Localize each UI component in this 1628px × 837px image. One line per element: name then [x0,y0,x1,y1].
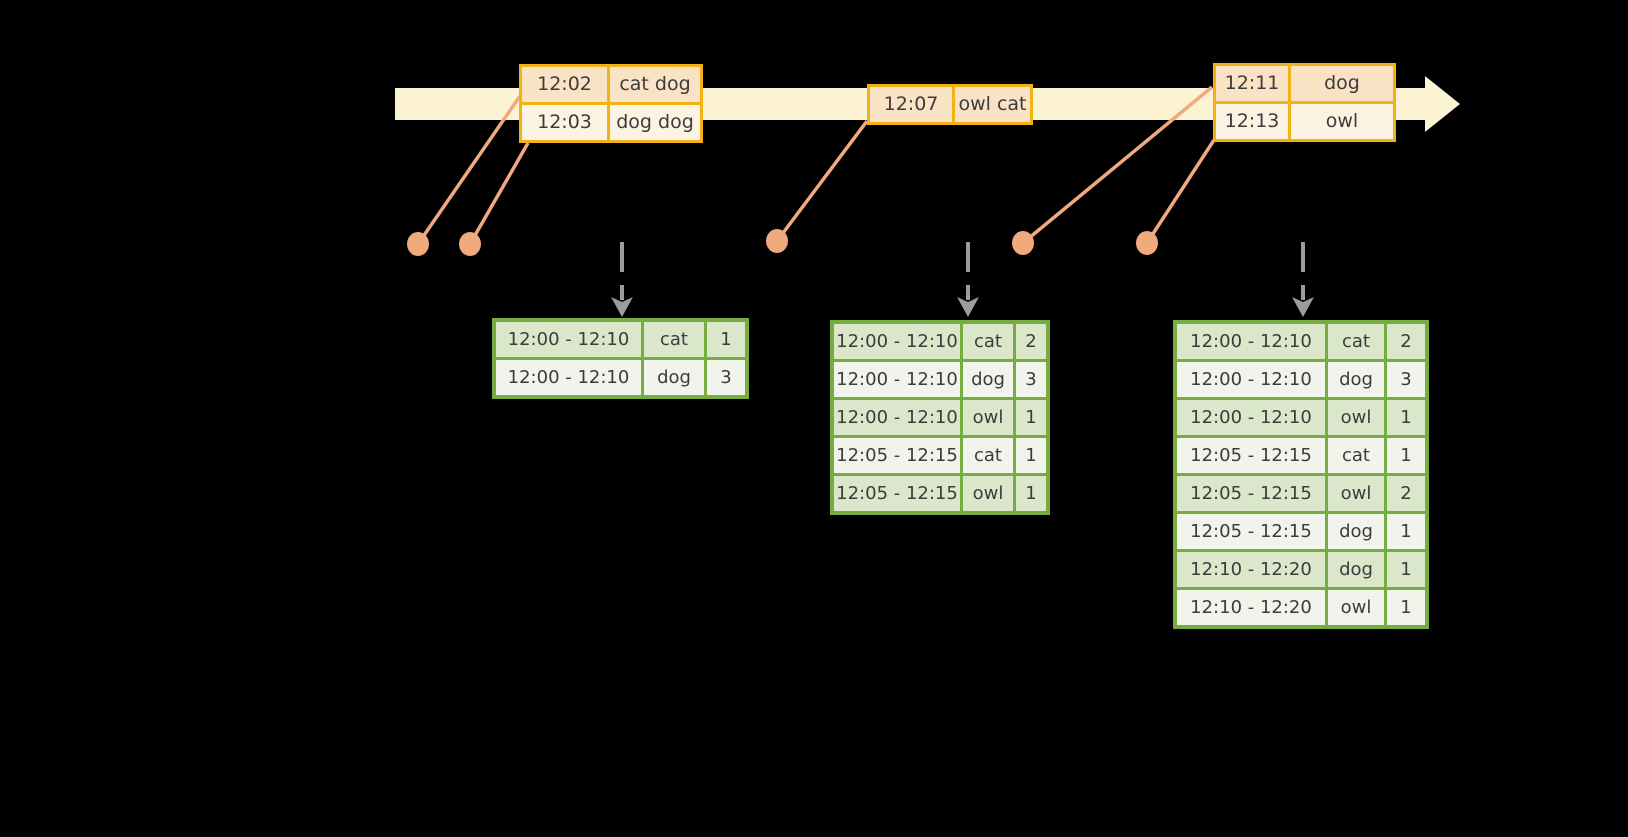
event-time: 12:07 [870,87,952,122]
event-dot-icon [459,232,481,256]
count-cell: 1 [707,322,745,357]
result-row: 12:10 - 12:20 owl 1 [1177,590,1425,625]
event-time: 12:03 [522,105,607,140]
event-row: 12:03 dog dog [522,105,700,140]
window-cell: 12:00 - 12:10 [834,362,960,397]
count-cell: 1 [1016,476,1046,511]
result-table-3: 12:00 - 12:10 cat 2 12:00 - 12:10 dog 3 … [1173,320,1429,629]
count-cell: 1 [1387,590,1425,625]
count-cell: 1 [1387,514,1425,549]
word-cell: cat [963,438,1013,473]
window-cell: 12:05 - 12:15 [1177,514,1325,549]
result-table-2: 12:00 - 12:10 cat 2 12:00 - 12:10 dog 3 … [830,320,1050,515]
result-row: 12:05 - 12:15 owl 2 [1177,476,1425,511]
word-cell: dog [1328,514,1384,549]
event-dots [407,229,1158,256]
event-time: 12:13 [1216,104,1288,139]
word-cell: owl [963,400,1013,435]
event-words: dog [1291,66,1393,101]
count-cell: 1 [1387,438,1425,473]
event-words: dog dog [610,105,700,140]
window-cell: 12:00 - 12:10 [1177,362,1325,397]
word-cell: cat [644,322,704,357]
result-row: 12:00 - 12:10 dog 3 [496,360,745,395]
window-cell: 12:05 - 12:15 [834,476,960,511]
event-table-3: 12:11 dog 12:13 owl [1213,63,1396,142]
result-row: 12:00 - 12:10 cat 2 [834,324,1046,359]
event-row: 12:11 dog [1216,66,1393,101]
word-cell: owl [1328,590,1384,625]
result-row: 12:05 - 12:15 cat 1 [1177,438,1425,473]
count-cell: 3 [707,360,745,395]
window-cell: 12:10 - 12:20 [1177,552,1325,587]
event-table-1: 12:02 cat dog 12:03 dog dog [519,64,703,143]
word-cell: cat [963,324,1013,359]
window-cell: 12:00 - 12:10 [834,324,960,359]
connector-line-1202 [416,95,522,245]
result-row: 12:00 - 12:10 owl 1 [1177,400,1425,435]
event-words: owl [1291,104,1393,139]
word-cell: dog [1328,362,1384,397]
timeline-arrowhead-icon [1425,76,1460,132]
trigger-arrowhead-icon [957,297,979,317]
window-cell: 12:05 - 12:15 [834,438,960,473]
word-cell: cat [1328,438,1384,473]
event-row: 12:07 owl cat [870,87,1030,122]
event-table-2: 12:07 owl cat [867,84,1033,125]
result-row: 12:00 - 12:10 dog 3 [1177,362,1425,397]
window-cell: 12:00 - 12:10 [496,360,641,395]
connector-line-1203 [468,142,530,245]
word-cell: owl [1328,476,1384,511]
window-cell: 12:10 - 12:20 [1177,590,1325,625]
event-row: 12:13 owl [1216,104,1393,139]
event-connector-lines [416,85,1216,245]
word-cell: dog [644,360,704,395]
window-cell: 12:00 - 12:10 [1177,324,1325,359]
result-row: 12:10 - 12:20 dog 1 [1177,552,1425,587]
event-time: 12:11 [1216,66,1288,101]
event-row: 12:02 cat dog [522,67,700,102]
trigger-arrowhead-icon [611,297,633,317]
word-cell: dog [963,362,1013,397]
event-words: owl cat [955,87,1030,122]
result-row: 12:05 - 12:15 owl 1 [834,476,1046,511]
event-dot-icon [407,232,429,256]
result-table-1: 12:00 - 12:10 cat 1 12:00 - 12:10 dog 3 [492,318,749,399]
count-cell: 3 [1016,362,1046,397]
result-row: 12:00 - 12:10 cat 1 [496,322,745,357]
result-row: 12:00 - 12:10 cat 2 [1177,324,1425,359]
word-cell: cat [1328,324,1384,359]
window-cell: 12:00 - 12:10 [1177,400,1325,435]
count-cell: 1 [1016,400,1046,435]
connector-line-1213 [1145,139,1216,244]
connector-line-1211 [1021,85,1214,245]
word-cell: owl [1328,400,1384,435]
result-row: 12:00 - 12:10 dog 3 [834,362,1046,397]
result-row: 12:05 - 12:15 cat 1 [834,438,1046,473]
event-dot-icon [1012,231,1034,255]
count-cell: 1 [1387,400,1425,435]
window-cell: 12:00 - 12:10 [496,322,641,357]
window-cell: 12:00 - 12:10 [834,400,960,435]
trigger-arrows [611,242,1314,317]
word-cell: owl [963,476,1013,511]
event-dot-icon [766,229,788,253]
connector-line-1207 [775,119,869,243]
word-cell: dog [1328,552,1384,587]
count-cell: 2 [1016,324,1046,359]
count-cell: 1 [1016,438,1046,473]
count-cell: 1 [1387,552,1425,587]
trigger-arrowhead-icon [1292,297,1314,317]
window-cell: 12:05 - 12:15 [1177,438,1325,473]
window-cell: 12:05 - 12:15 [1177,476,1325,511]
event-time: 12:02 [522,67,607,102]
result-row: 12:00 - 12:10 owl 1 [834,400,1046,435]
count-cell: 3 [1387,362,1425,397]
count-cell: 2 [1387,476,1425,511]
event-words: cat dog [610,67,700,102]
event-dot-icon [1136,231,1158,255]
count-cell: 2 [1387,324,1425,359]
result-row: 12:05 - 12:15 dog 1 [1177,514,1425,549]
